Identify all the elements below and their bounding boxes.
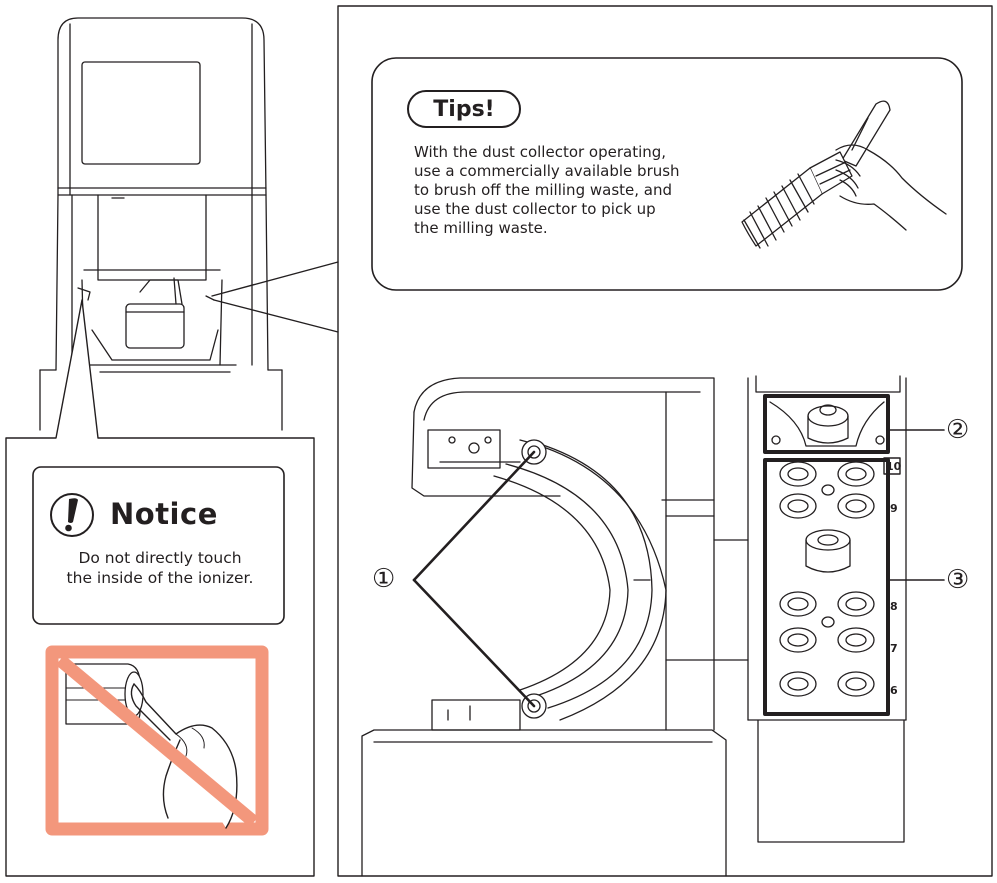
nozzle-unit-illustration [747,375,907,843]
port-holes [779,461,875,697]
scale-mark-8: 8 [890,600,898,613]
notice-box [32,466,285,625]
tips-title: Tips! [433,96,495,122]
leader-line-1-top [412,450,536,582]
tips-line: to brush off the milling waste, and [414,181,672,199]
notice-text: Do not directly touch the inside of the … [42,548,278,588]
tips-badge [407,90,521,128]
notice-line: the inside of the ionizer. [66,569,254,587]
zoom-line-top [211,261,339,297]
notice-title: Notice [110,497,218,531]
notice-panel-border [5,299,315,877]
tips-line: With the dust collector operating, [414,143,667,161]
notice-exclamation-icon [50,493,94,537]
callout-1: ① [372,564,396,594]
milling-machine-illustration [39,17,283,431]
detail-panel-border [337,5,993,877]
tips-line: use the dust collector to pick up [414,200,656,218]
zoom-line-bottom [213,299,339,333]
tips-text: With the dust collector operating, use a… [414,143,714,238]
highlight-box-2 [763,394,890,454]
callout-2: ② [946,415,970,445]
ionizer-arm-illustration [361,377,749,877]
tips-line: the milling waste. [414,219,548,237]
highlight-box-3 [763,458,890,716]
notice-line: Do not directly touch [78,549,242,567]
scale-mark-6: 6 [890,684,898,697]
callout-3: ③ [946,565,970,595]
prohibition-sign [45,645,269,836]
scale-mark-9: 9 [890,502,898,515]
tips-line: use a commercially available brush [414,162,680,180]
scale-mark-10: 10 [886,460,902,473]
tips-box [371,57,963,291]
scale-mark-7: 7 [890,642,898,655]
brush-illustration [741,100,947,249]
leader-line-1-bottom [412,578,536,708]
